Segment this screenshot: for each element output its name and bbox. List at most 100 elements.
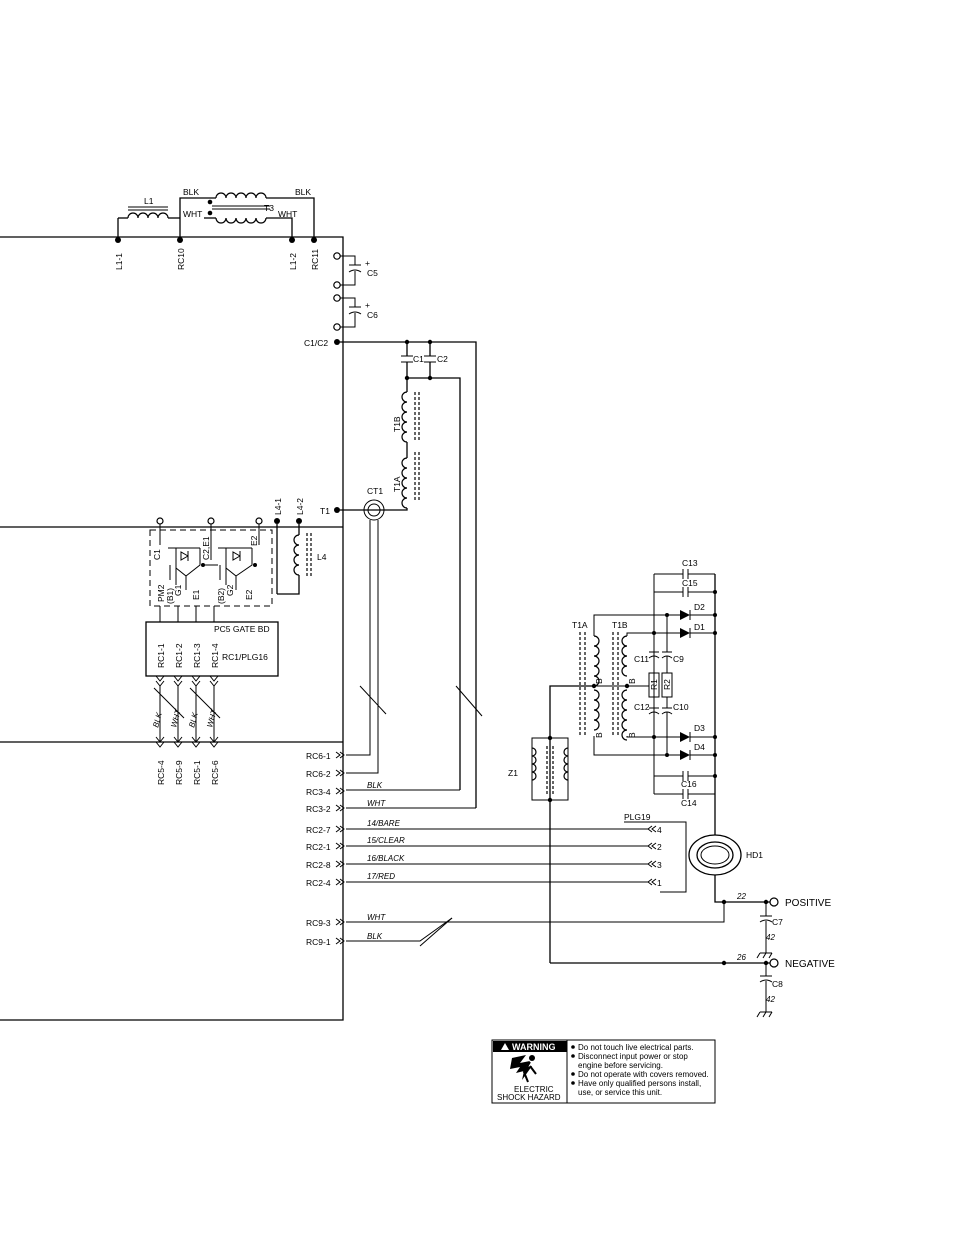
c6-plus: + bbox=[365, 300, 370, 310]
t1b-b-bot: B bbox=[627, 732, 637, 738]
r1-label: R1 bbox=[649, 679, 659, 690]
d2-label: D2 bbox=[694, 602, 705, 612]
rc10-label: RC10 bbox=[176, 248, 186, 270]
rc1-2-label: RC1-2 bbox=[174, 643, 184, 668]
c5-plus: + bbox=[365, 258, 370, 268]
rc3-4-wire: BLK bbox=[367, 781, 383, 790]
t1a-b-bot: B bbox=[594, 732, 604, 738]
plg19-pin1: 1 bbox=[657, 878, 662, 888]
d1-label: D1 bbox=[694, 622, 705, 632]
wire-26-label: 26 bbox=[736, 953, 746, 962]
rc6-1-label: RC6-1 bbox=[306, 751, 331, 761]
l1-label: L1 bbox=[144, 196, 154, 206]
z1-label: Z1 bbox=[508, 768, 518, 778]
c10-label: C10 bbox=[673, 702, 689, 712]
t1b-label: T1B bbox=[392, 416, 402, 432]
rc1-wire-wht-b: WHT bbox=[205, 708, 219, 729]
pm2-c2e1-label: C2,E1 bbox=[201, 536, 211, 560]
transformer-t3: BLK WHT BLK WHT T3 bbox=[179, 187, 315, 237]
c6-label: C6 bbox=[367, 310, 378, 320]
t3-label: T3 bbox=[264, 203, 274, 213]
rc9-1-label: RC9-1 bbox=[306, 937, 331, 947]
warning-item-1: Do not touch live electrical parts. bbox=[578, 1043, 694, 1052]
l4-2-label: L4-2 bbox=[295, 498, 305, 515]
rc9-1-wire: BLK bbox=[367, 932, 383, 941]
pm2-label: PM2 bbox=[156, 584, 166, 602]
c15-label: C15 bbox=[682, 578, 698, 588]
positive-label: POSITIVE bbox=[785, 898, 831, 909]
rc1-1-label: RC1-1 bbox=[156, 643, 166, 668]
t1-term-label: T1 bbox=[320, 506, 330, 516]
warning-item-6: use, or service this unit. bbox=[578, 1088, 662, 1097]
pc5-label: PC5 GATE BD bbox=[214, 624, 270, 634]
rc11-label: RC11 bbox=[310, 249, 320, 270]
main-board-outline bbox=[0, 236, 344, 1021]
pm2-module: C1 C2,E1 E2 PM2 (B1) G1 E1 (B2) G2 E2 bbox=[149, 517, 273, 622]
plg19-pin3: 3 bbox=[657, 860, 662, 870]
warning-triangle-icon bbox=[501, 1043, 509, 1050]
d3-label: D3 bbox=[694, 723, 705, 733]
plg19-pin4: 4 bbox=[657, 825, 662, 835]
rc5-6-label: RC5-6 bbox=[210, 760, 220, 785]
edge-connectors: RC6-1 RC6-2 RC3-4 RC3-2 RC2-7 RC2-1 RC2-… bbox=[306, 685, 725, 947]
t1a-sec-label: T1A bbox=[572, 620, 588, 630]
c1c2-term-label: C1/C2 bbox=[304, 338, 328, 348]
ct1-label: CT1 bbox=[367, 486, 383, 496]
c9-label: C9 bbox=[673, 654, 684, 664]
warning-item-4: Do not operate with covers removed. bbox=[578, 1070, 709, 1079]
t3-wht-left: WHT bbox=[183, 209, 202, 219]
rc1-3-label: RC1-3 bbox=[192, 643, 202, 668]
c16-label: C16 bbox=[681, 779, 697, 789]
rc2-4-wire: 17/RED bbox=[367, 872, 395, 881]
rc1-plg16-label: RC1/PLG16 bbox=[222, 652, 268, 662]
output-terminals: 22 POSITIVE C7 42 26 NEGATIVE C8 42 bbox=[550, 892, 835, 1018]
pm2-e2-label: E2 bbox=[249, 535, 259, 546]
l4-label: L4 bbox=[317, 552, 327, 562]
electric-shock-icon bbox=[510, 1055, 537, 1083]
rc5-9-label: RC5-9 bbox=[174, 760, 184, 785]
c7-label: C7 bbox=[772, 917, 783, 927]
rc1-wire-blk-b: BLK bbox=[187, 711, 200, 729]
negative-label: NEGATIVE bbox=[785, 959, 835, 970]
t1a-b-top: B bbox=[594, 678, 604, 684]
rc3-2-wire: WHT bbox=[367, 799, 386, 808]
pm2-c1-label: C1 bbox=[152, 549, 162, 560]
plg19-pin2: 2 bbox=[657, 842, 662, 852]
rc2-1-wire: 15/CLEAR bbox=[367, 836, 405, 845]
rc5-1-label: RC5-1 bbox=[192, 760, 202, 785]
rc3-2-label: RC3-2 bbox=[306, 804, 331, 814]
t1b-b-top: B bbox=[627, 678, 637, 684]
pm2-g2-label: G2 bbox=[225, 584, 235, 596]
r2-label: R2 bbox=[662, 679, 672, 690]
rc2-7-label: RC2-7 bbox=[306, 825, 331, 835]
l4-inductor: L4-1 L4-2 L4 bbox=[273, 498, 327, 595]
l1-2-label: L1-2 bbox=[288, 253, 298, 270]
wire-42b-label: 42 bbox=[766, 995, 775, 1004]
hd1-label: HD1 bbox=[746, 850, 763, 860]
l4-1-label: L4-1 bbox=[273, 498, 283, 515]
plg19-connector: PLG19 4 2 3 1 bbox=[624, 812, 687, 893]
hazard-line1: ELECTRIC bbox=[514, 1085, 554, 1094]
wire-42a-label: 42 bbox=[766, 933, 775, 942]
pm2-g1-label: G1 bbox=[173, 584, 183, 596]
c5-label: C5 bbox=[367, 268, 378, 278]
rc9-3-wire: WHT bbox=[367, 913, 386, 922]
hall-device-hd1: HD1 bbox=[688, 834, 763, 876]
warning-item-2: Disconnect input power or stop bbox=[578, 1052, 688, 1061]
rc2-1-label: RC2-1 bbox=[306, 842, 331, 852]
hazard-line2: SHOCK HAZARD bbox=[497, 1093, 561, 1102]
top-terminals: L1-1 RC10 L1-2 RC11 bbox=[114, 237, 320, 270]
pm2-e2b-label: E2 bbox=[244, 589, 254, 600]
rc5-4-label: RC5-4 bbox=[156, 760, 166, 785]
rc1-wire-blk-a: BLK bbox=[151, 711, 164, 729]
c13-label: C13 bbox=[682, 558, 698, 568]
pm2-e1-label: E1 bbox=[191, 589, 201, 600]
pc5-gate-board: PC5 GATE BD RC1/PLG16 RC1-1 RC1-2 RC1-3 … bbox=[145, 621, 279, 785]
rc9-3-label: RC9-3 bbox=[306, 918, 331, 928]
plg19-label: PLG19 bbox=[624, 812, 651, 822]
input-inductor-l1: L1 bbox=[117, 196, 181, 237]
warning-item-5: Have only qualified persons install, bbox=[578, 1079, 701, 1088]
c12-label: C12 bbox=[634, 702, 650, 712]
rc6-2-label: RC6-2 bbox=[306, 769, 331, 779]
